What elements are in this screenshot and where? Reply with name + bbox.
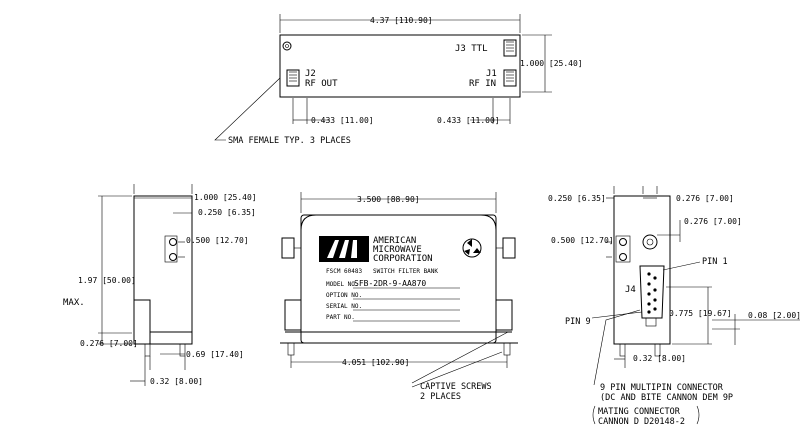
left-width-dim: 1.000 [25.40] xyxy=(194,193,257,202)
j1-label: J1 xyxy=(486,69,497,79)
serial-label: SERIAL NO. xyxy=(326,303,362,310)
conn-note-1: 9 PIN MULTIPIN CONNECTOR xyxy=(600,383,724,393)
model-value: SFB-2DR-9-AA870 xyxy=(354,279,426,288)
j2-connector-icon xyxy=(286,69,300,87)
right-hole-spacing-dim: 0.500 [12.70] xyxy=(551,236,614,245)
fscm-text: FSCM 60483 xyxy=(326,268,363,275)
left-side-view: 1.000 [25.40] 0.250 [6.35] 0.500 [12.70]… xyxy=(63,184,257,386)
j1-connector-icon xyxy=(503,69,517,87)
j4-label: J4 xyxy=(625,285,636,295)
company-line3: CORPORATION xyxy=(373,254,433,264)
top-width-dim: 4.37 [110.90] xyxy=(370,16,433,25)
front-width-dim: 3.500 [88.90] xyxy=(357,195,420,204)
right-left-offset-dim: 0.250 [6.35] xyxy=(548,194,606,203)
left-base-dim: 0.276 [7.00] xyxy=(80,339,138,348)
front-mount-dim: 4.051 [102.90] xyxy=(342,358,409,367)
top-view: J3 TTL J2 RF OUT J1 RF IN 4.37 [110.90] … xyxy=(214,14,583,146)
screws-note-2: 2 PLACES xyxy=(420,392,461,402)
sma-note: SMA FEMALE TYP. 3 PLACES xyxy=(228,136,351,146)
j2-label: J2 xyxy=(305,69,316,79)
j2-sub-label: RF OUT xyxy=(305,79,338,89)
right-side-dim: 0.276 [7.00] xyxy=(684,217,742,226)
top-height-dim: 1.000 [25.40] xyxy=(520,59,583,68)
front-view: AMERICAN MICROWAVE CORPORATION FSCM 6048… xyxy=(280,192,518,402)
pin1-label: PIN 1 xyxy=(702,257,728,267)
conn-note-3: MATING CONNECTOR xyxy=(598,407,681,417)
model-label: MODEL NO. xyxy=(326,281,359,288)
left-view-body xyxy=(133,195,193,345)
j3-label: J3 TTL xyxy=(455,44,488,54)
conn-note-4: CANNON D D20148-2 xyxy=(598,417,685,427)
right-conn-height-dim: 0.775 [19.67] xyxy=(669,309,732,318)
front-left-connector-icon xyxy=(281,237,295,259)
top-view-body xyxy=(279,34,521,98)
front-right-connector-icon xyxy=(502,237,516,259)
option-label: OPTION NO. xyxy=(326,292,362,299)
left-height-dim: 1.97 [50.00] xyxy=(78,276,136,285)
left-offset-dim: 0.433 [11.00] xyxy=(311,116,374,125)
left-hole-spacing-dim: 0.500 [12.70] xyxy=(186,236,249,245)
left-hole-offset-dim: 0.250 [6.35] xyxy=(198,208,256,217)
dsub-connector-icon xyxy=(639,265,665,319)
right-top-dim: 0.276 [7.00] xyxy=(676,194,734,203)
part-label: PART NO. xyxy=(326,314,355,321)
side-connector-icon xyxy=(169,238,177,246)
max-label: MAX. xyxy=(63,298,85,308)
left-bottom-dim: 0.32 [8.00] xyxy=(150,377,203,386)
right-offset-dim: 0.433 [11.00] xyxy=(437,116,500,125)
screws-note-1: CAPTIVE SCREWS xyxy=(420,382,492,392)
right-view-body xyxy=(613,195,671,345)
right-side-view: PIN 1 J4 PIN 9 0.250 [6.35] 0.276 [7.00]… xyxy=(548,186,800,427)
right-bottom-dim: 0.32 [8.00] xyxy=(633,354,686,363)
pin9-label: PIN 9 xyxy=(565,317,591,327)
right-pin-dim: 0.08 [2.00] xyxy=(748,311,800,320)
j3-connector-icon xyxy=(503,39,517,57)
j1-sub-label: RF IN xyxy=(469,79,496,89)
company-line1: AMERICAN xyxy=(373,236,416,246)
left-foot-dim: 0.69 [17.40] xyxy=(186,350,244,359)
mounting-hole-icon xyxy=(282,41,292,51)
conn-note-2: (DC AND BITE CANNON DEM 9P xyxy=(600,393,733,403)
ttl-connector-icon xyxy=(642,234,658,250)
product-text: SWITCH FILTER BANK xyxy=(373,268,438,275)
company-line2: MICROWAVE xyxy=(373,245,422,255)
